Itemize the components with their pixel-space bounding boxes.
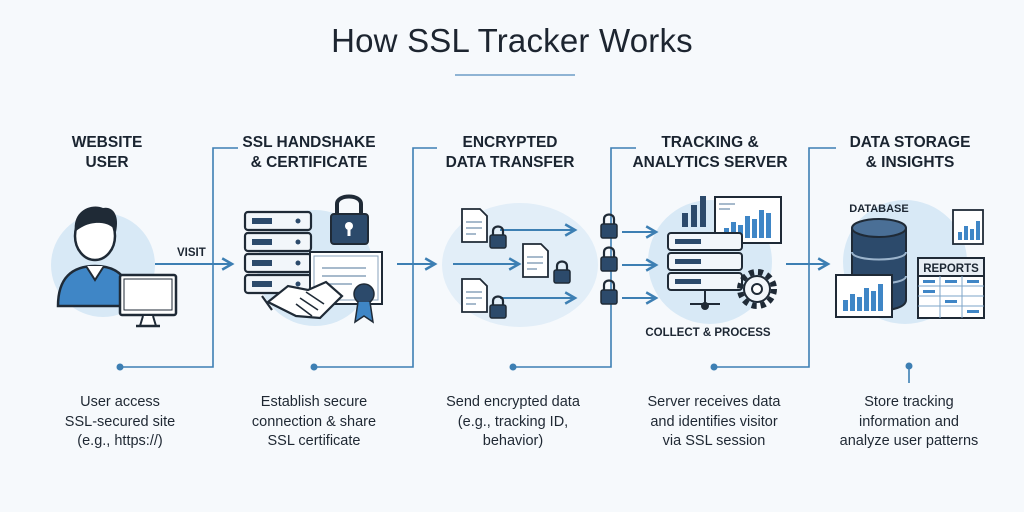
step5-description: Store tracking information and analyze u… <box>839 394 979 449</box>
flow-arrows <box>155 223 831 305</box>
connector-lines <box>122 147 910 383</box>
connector-dots <box>116 362 913 371</box>
step2-title: SSL HANDSHAKE & CERTIFICATE <box>242 134 376 171</box>
collect-process-label: COLLECT & PROCESS <box>645 327 771 339</box>
reports-label: REPORTS <box>923 263 979 275</box>
step3-title: ENCRYPTED DATA TRANSFER <box>445 134 575 171</box>
small-padlocks <box>489 213 618 319</box>
step2-description: Establish secure connection & share SSL … <box>251 394 377 449</box>
analytics-server-icon <box>667 232 743 310</box>
title-underline <box>455 74 575 76</box>
step1-description: User access SSL-secured site (e.g., http… <box>64 394 176 449</box>
handshake-icon <box>261 280 344 320</box>
server-icon <box>243 210 313 295</box>
monitor-icon <box>118 273 178 328</box>
visit-label: VISIT <box>177 247 206 259</box>
padlock-icon <box>330 194 369 245</box>
user-icon <box>56 206 133 308</box>
step5-title: DATA STORAGE & INSIGHTS <box>849 134 971 171</box>
report-icon <box>835 209 985 319</box>
page-title: How SSL Tracker Works <box>331 22 693 59</box>
step4-title: TRACKING & ANALYTICS SERVER <box>632 134 788 171</box>
document-icon <box>461 208 549 313</box>
gear-icon <box>737 269 777 309</box>
step3-description: Send encrypted data (e.g., tracking ID, … <box>446 394 580 449</box>
step4-description: Server receives data and identifies visi… <box>647 394 781 449</box>
step1-title: WEBSITE USER <box>71 134 143 171</box>
database-label: DATABASE <box>849 203 908 215</box>
